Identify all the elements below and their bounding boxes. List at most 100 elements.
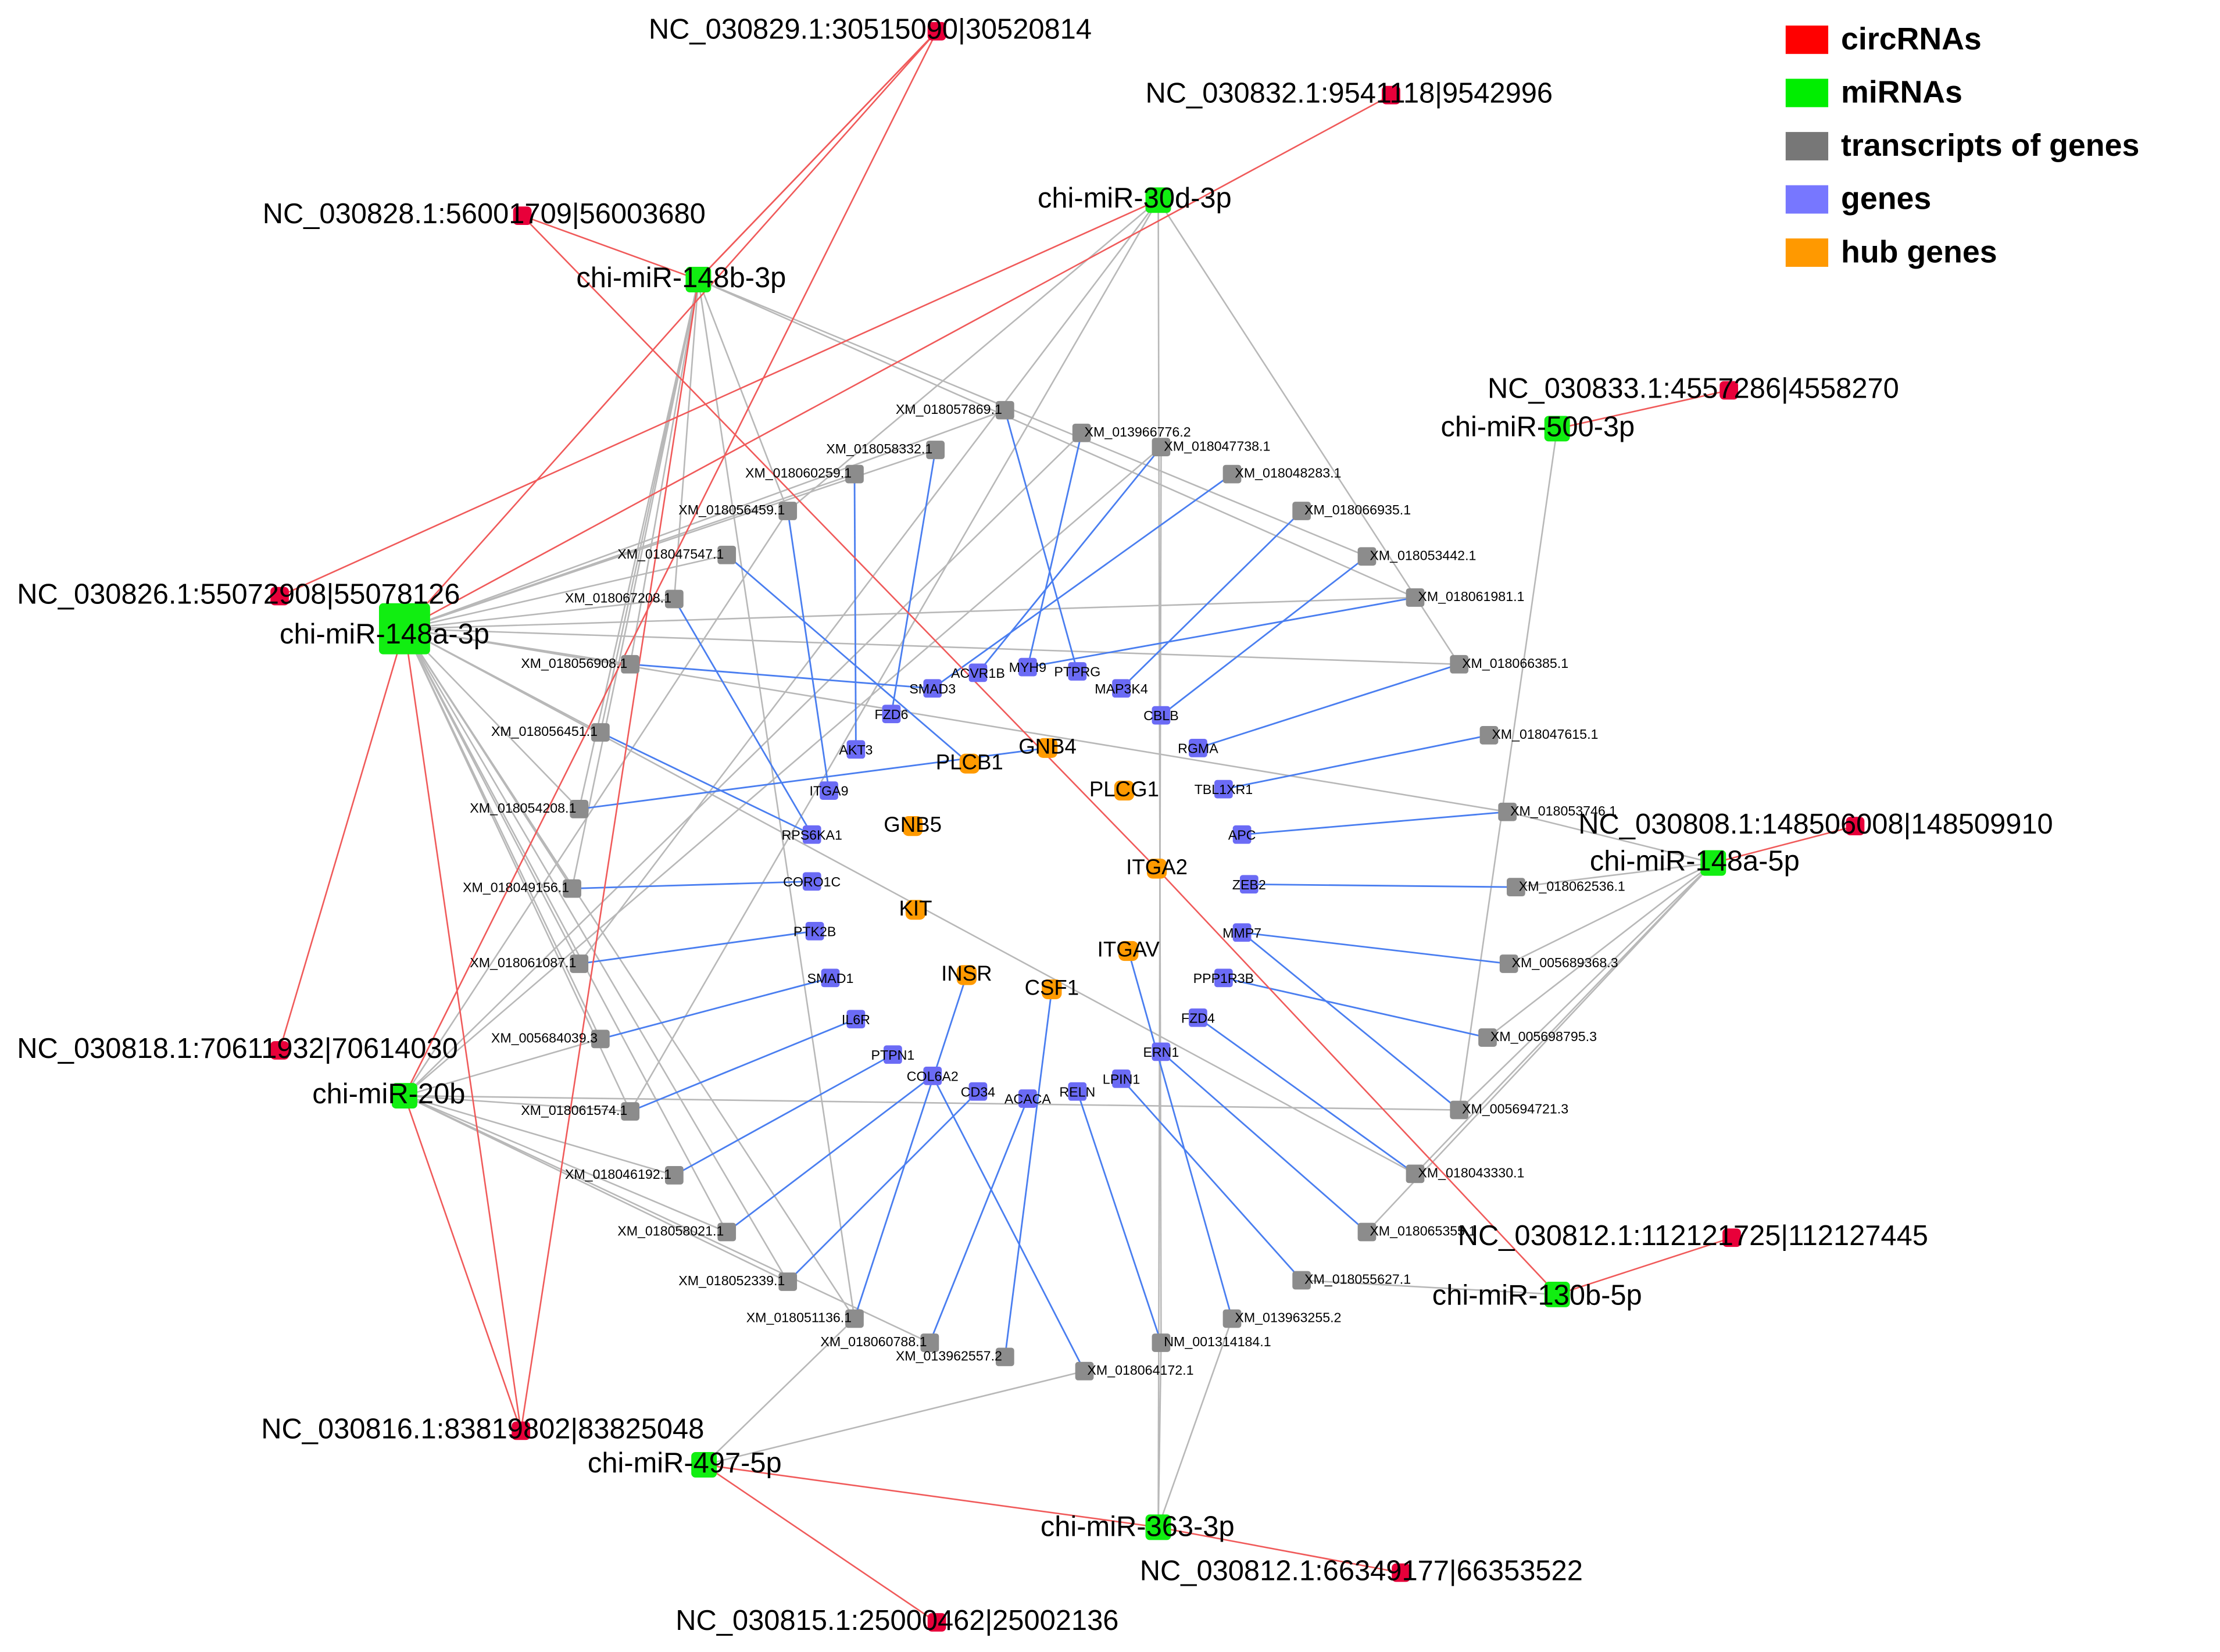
- node-t23[interactable]: [591, 1029, 610, 1049]
- node-m9[interactable]: [1145, 1514, 1171, 1540]
- node-t24[interactable]: [1478, 1028, 1497, 1047]
- node-t7[interactable]: [778, 502, 798, 520]
- node-c6[interactable]: [1846, 817, 1865, 836]
- node-c2[interactable]: [1382, 85, 1400, 105]
- node-m6[interactable]: [391, 1083, 417, 1109]
- node-g5[interactable]: [1112, 679, 1131, 698]
- node-t18[interactable]: [1498, 802, 1517, 821]
- node-h1[interactable]: [1037, 738, 1058, 758]
- node-g15[interactable]: [1239, 875, 1259, 894]
- node-m7[interactable]: [1544, 1281, 1570, 1307]
- node-t8[interactable]: [1292, 502, 1311, 520]
- node-h5[interactable]: [1146, 859, 1167, 879]
- node-t33[interactable]: [845, 1309, 864, 1328]
- node-m8[interactable]: [691, 1451, 717, 1478]
- node-h2[interactable]: [959, 753, 979, 774]
- node-g28[interactable]: [1018, 1089, 1037, 1108]
- edge-red-c3-h5: [521, 215, 1158, 870]
- node-m5[interactable]: [1700, 850, 1726, 876]
- node-h4[interactable]: [902, 816, 923, 836]
- node-t20[interactable]: [1506, 878, 1525, 897]
- node-t17[interactable]: [570, 799, 589, 818]
- node-g7[interactable]: [1152, 706, 1171, 725]
- legend-label-2: transcripts of genes: [1841, 128, 2139, 163]
- node-t35[interactable]: [920, 1333, 939, 1352]
- node-c11[interactable]: [927, 1613, 946, 1632]
- node-g2[interactable]: [968, 663, 988, 682]
- node-g18[interactable]: [821, 968, 840, 988]
- node-c3[interactable]: [513, 206, 532, 226]
- node-m4[interactable]: [378, 603, 430, 655]
- node-g11[interactable]: [1214, 779, 1233, 799]
- node-t25[interactable]: [621, 1102, 640, 1121]
- node-c8[interactable]: [1722, 1228, 1741, 1247]
- edge-blue-t34-h7: [1127, 950, 1233, 1319]
- node-h3[interactable]: [1114, 780, 1135, 801]
- node-g21[interactable]: [1189, 1008, 1207, 1027]
- node-g22[interactable]: [884, 1045, 902, 1064]
- node-g13[interactable]: [1232, 825, 1252, 844]
- node-h9[interactable]: [1042, 979, 1062, 1000]
- edge-gray-m6-t2: [404, 432, 1082, 1097]
- node-g20[interactable]: [846, 1010, 866, 1029]
- node-g10[interactable]: [820, 781, 838, 800]
- node-t28[interactable]: [1406, 1164, 1425, 1183]
- node-g4[interactable]: [923, 679, 942, 698]
- node-g23[interactable]: [1152, 1042, 1171, 1061]
- node-h8[interactable]: [956, 965, 977, 985]
- node-m2[interactable]: [685, 267, 712, 293]
- node-t2[interactable]: [1072, 423, 1091, 442]
- node-c7[interactable]: [270, 1041, 289, 1060]
- node-g1[interactable]: [1018, 657, 1037, 677]
- node-h7[interactable]: [1118, 941, 1139, 961]
- node-g8[interactable]: [846, 740, 866, 759]
- node-c5[interactable]: [270, 587, 289, 606]
- node-t21[interactable]: [570, 954, 589, 973]
- node-t16[interactable]: [1479, 725, 1499, 745]
- node-t9[interactable]: [717, 545, 737, 564]
- node-t19[interactable]: [563, 879, 581, 898]
- node-t31[interactable]: [778, 1272, 798, 1291]
- node-t14[interactable]: [1450, 655, 1469, 674]
- node-t26[interactable]: [1450, 1100, 1469, 1120]
- node-t22[interactable]: [1499, 954, 1518, 973]
- node-t12[interactable]: [1406, 588, 1425, 607]
- node-t38[interactable]: [1075, 1361, 1094, 1381]
- node-t32[interactable]: [1292, 1271, 1311, 1290]
- node-c9[interactable]: [512, 1421, 531, 1440]
- node-t4[interactable]: [1152, 438, 1171, 457]
- node-t13[interactable]: [621, 655, 640, 674]
- node-h6[interactable]: [905, 900, 926, 920]
- node-t34[interactable]: [1222, 1309, 1242, 1328]
- node-g24[interactable]: [923, 1067, 942, 1085]
- node-g27[interactable]: [1068, 1082, 1087, 1101]
- node-t15[interactable]: [591, 723, 610, 742]
- node-g17[interactable]: [1232, 923, 1252, 942]
- node-g3[interactable]: [1068, 662, 1087, 681]
- node-t29[interactable]: [717, 1222, 737, 1242]
- node-t10[interactable]: [1357, 547, 1377, 566]
- node-g9[interactable]: [1189, 738, 1207, 757]
- node-t11[interactable]: [664, 589, 684, 609]
- node-t1[interactable]: [995, 401, 1014, 420]
- node-c1[interactable]: [927, 22, 946, 41]
- node-g14[interactable]: [802, 872, 821, 891]
- node-g16[interactable]: [805, 921, 824, 941]
- node-t30[interactable]: [1357, 1222, 1377, 1242]
- node-t3[interactable]: [926, 441, 945, 459]
- node-c10[interactable]: [1392, 1563, 1410, 1582]
- node-g12[interactable]: [802, 825, 821, 844]
- label-t33: XM_018051136.1: [746, 1310, 852, 1325]
- node-m1[interactable]: [1145, 187, 1171, 213]
- node-t37[interactable]: [995, 1347, 1014, 1367]
- node-g25[interactable]: [1112, 1069, 1131, 1088]
- node-t5[interactable]: [845, 464, 864, 484]
- node-t27[interactable]: [664, 1165, 684, 1185]
- node-g19[interactable]: [1214, 968, 1233, 988]
- node-m3[interactable]: [1544, 416, 1570, 442]
- node-g26[interactable]: [968, 1082, 988, 1101]
- node-t36[interactable]: [1152, 1333, 1171, 1352]
- node-g6[interactable]: [882, 705, 901, 724]
- node-t6[interactable]: [1222, 464, 1242, 484]
- node-c4[interactable]: [1719, 381, 1739, 400]
